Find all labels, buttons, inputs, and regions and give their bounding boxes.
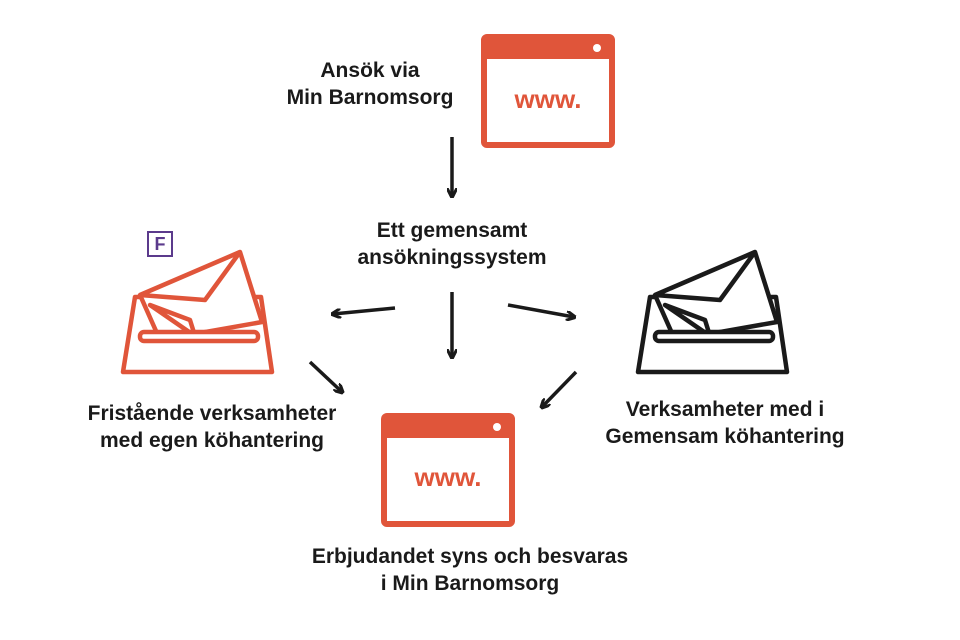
- browser-www-icon: www.: [481, 34, 615, 148]
- label-apply: Ansök via Min Barnomsorg: [260, 57, 480, 111]
- arrow-system-to-independent: [333, 306, 396, 314]
- label-line: i Min Barnomsorg: [380, 572, 560, 595]
- label-line: ansökningssystem: [357, 246, 547, 269]
- browser-www-icon: www.: [381, 413, 515, 527]
- label-line: med egen köhantering: [99, 429, 325, 452]
- ballot-box-envelope-icon: [120, 249, 275, 375]
- www-text: www.: [414, 462, 482, 492]
- label-line: Ett gemensamt: [376, 219, 528, 242]
- label-system: Ett gemensamt ansökningssystem: [327, 217, 577, 271]
- ballot-box-envelope-icon: [635, 249, 790, 375]
- arrow-independent-to-offer: [308, 360, 342, 392]
- label-independent: Fristående verksamheter med egen köhante…: [62, 400, 362, 454]
- label-line: Verksamheter med i: [625, 398, 825, 421]
- label-line: Fristående verksamheter: [87, 402, 337, 425]
- label-line: Min Barnomsorg: [286, 86, 454, 109]
- label-shared: Verksamheter med i Gemensam köhantering: [580, 396, 870, 450]
- label-line: Ansök via: [320, 59, 420, 82]
- www-text: www.: [514, 84, 582, 114]
- label-offer: Erbjudandet syns och besvaras i Min Barn…: [270, 543, 670, 597]
- arrow-shared-to-offer: [542, 370, 578, 407]
- label-line: Erbjudandet syns och besvaras: [311, 545, 629, 568]
- label-line: Gemensam köhantering: [605, 425, 845, 448]
- fristaende-badge: F: [147, 231, 173, 257]
- arrow-system-to-shared: [507, 303, 574, 317]
